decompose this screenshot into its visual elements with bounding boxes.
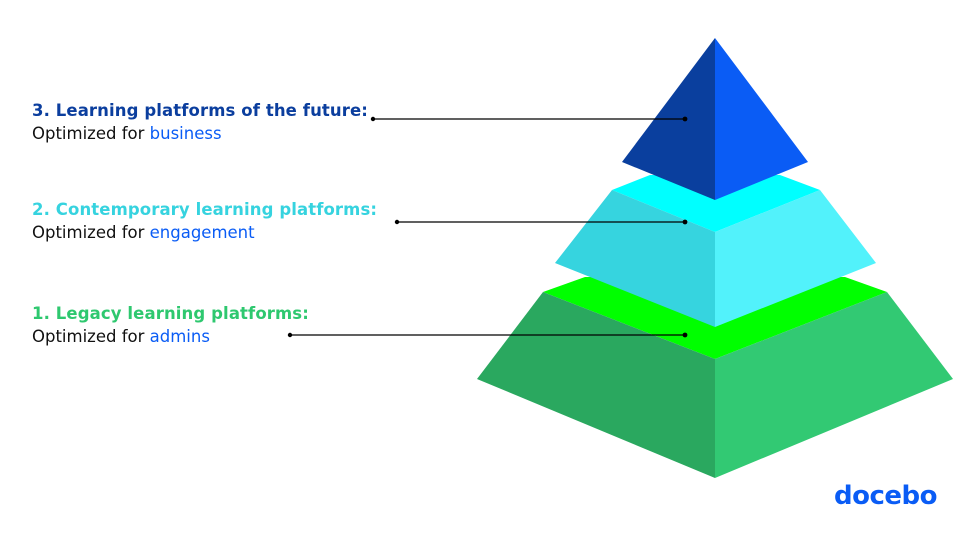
bottom-tier-right-face (715, 292, 953, 478)
level-2-subtitle: Optimized for engagement (32, 221, 377, 244)
middle-tier-top-face (612, 175, 820, 232)
level-1-sub-prefix: Optimized for (32, 327, 145, 346)
level-2-label: 2. Contemporary learning platforms: Opti… (32, 198, 377, 244)
middle-tier-left-face (555, 190, 715, 327)
connector-2 (394, 219, 688, 225)
level-1-subtitle: Optimized for admins (32, 325, 309, 348)
level-2-sub-highlight: engagement (149, 223, 255, 242)
level-3-title: 3. Learning platforms of the future: (32, 101, 368, 120)
level-2-sub-prefix: Optimized for (32, 223, 145, 242)
connector-3 (370, 116, 688, 122)
level-1-sub-highlight: admins (149, 327, 210, 346)
connector-1 (287, 332, 688, 338)
level-3-subtitle: Optimized for business (32, 122, 368, 145)
level-1-title: 1. Legacy learning platforms: (32, 304, 309, 323)
bottom-tier-left-face (477, 292, 715, 478)
level-2-title: 2. Contemporary learning platforms: (32, 200, 378, 219)
top-tier-right-face (715, 38, 808, 200)
level-3-label: 3. Learning platforms of the future: Opt… (32, 99, 368, 145)
middle-tier-right-face (715, 190, 876, 327)
level-3-sub-highlight: business (149, 124, 222, 143)
level-3-sub-prefix: Optimized for (32, 124, 145, 143)
level-1-label: 1. Legacy learning platforms: Optimized … (32, 302, 309, 348)
docebo-logo: docebo (834, 481, 938, 511)
